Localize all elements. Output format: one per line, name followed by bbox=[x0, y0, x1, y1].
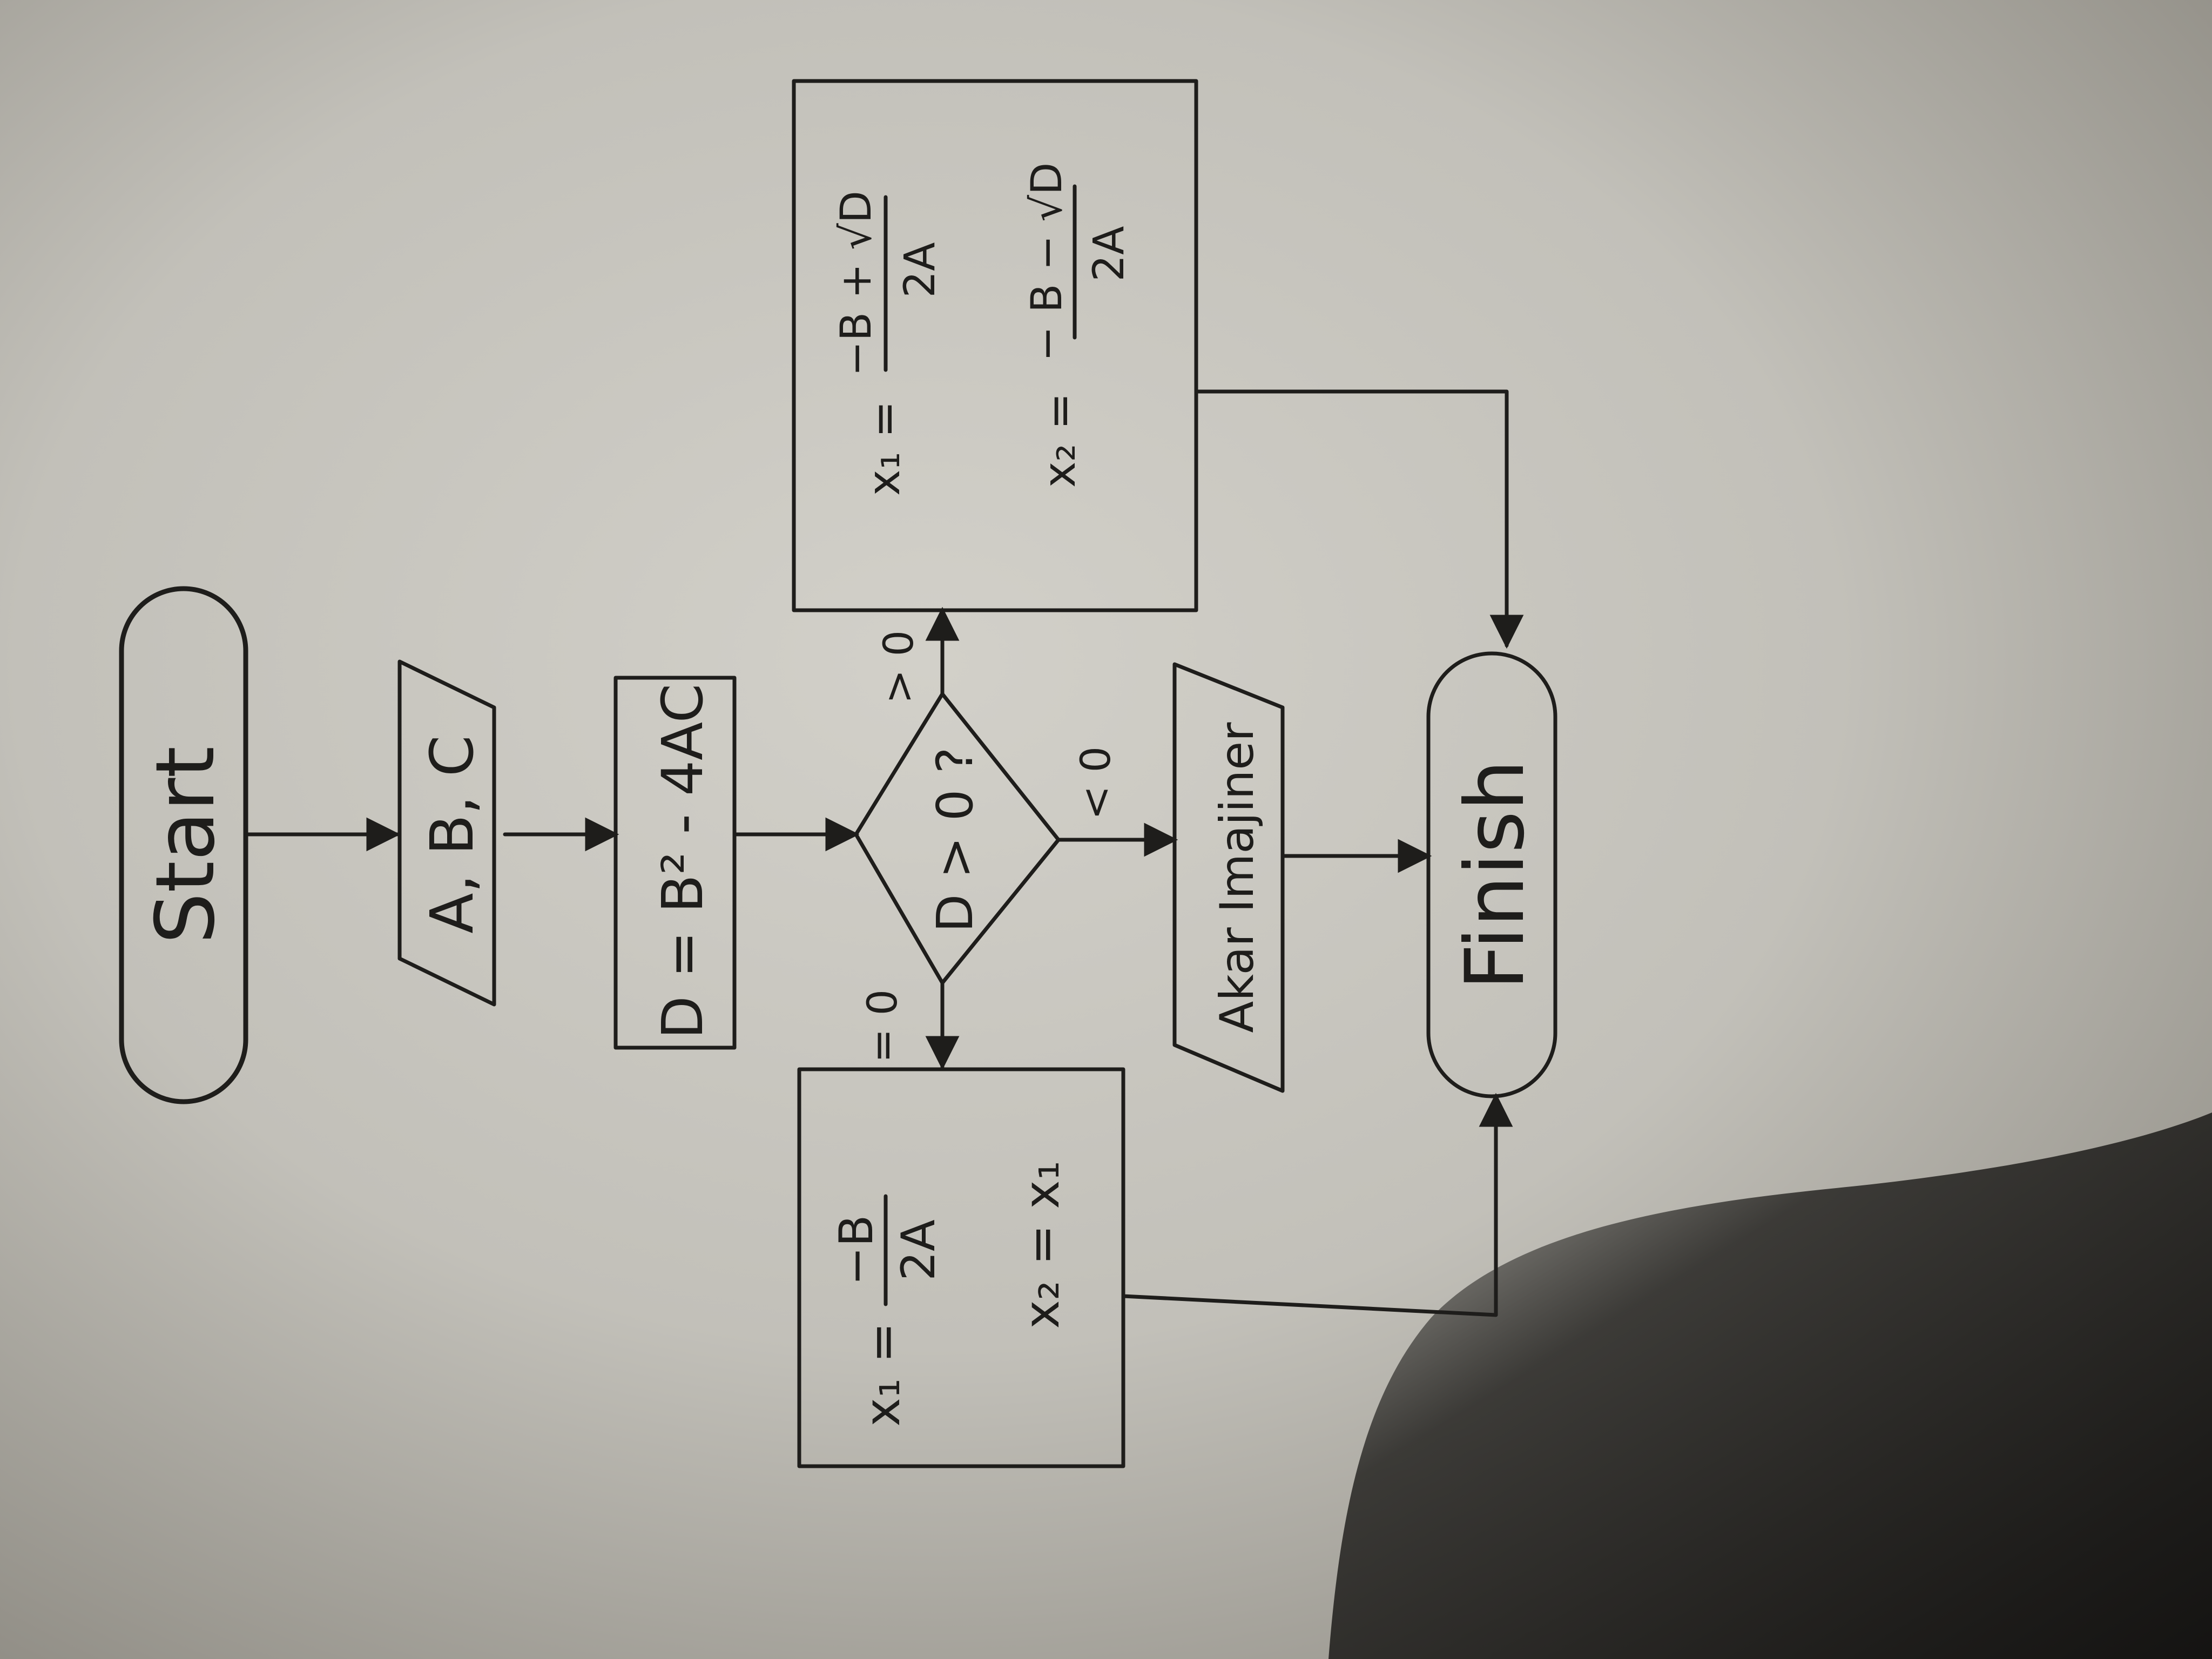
zero-result-node bbox=[797, 1067, 1125, 1468]
positive-result-node bbox=[792, 79, 1198, 612]
process-node bbox=[613, 676, 737, 1050]
finish-label: Finish bbox=[1448, 759, 1542, 990]
finish-node bbox=[1426, 651, 1557, 1098]
start-node bbox=[119, 586, 248, 1104]
decision-label: D > 0 ? bbox=[926, 747, 984, 932]
zero-x1-denominator: 2A bbox=[892, 1219, 946, 1281]
arrow-zero-to-finish bbox=[1121, 1092, 1513, 1317]
positive-x1-lhs: x₁ = bbox=[859, 401, 910, 496]
zero-x1-numerator: −B bbox=[830, 1215, 884, 1285]
positive-x1-denominator: 2A bbox=[896, 242, 945, 298]
zero-x1-lhs: x₁ = bbox=[854, 1322, 911, 1426]
input-label: A, B, C bbox=[417, 735, 487, 933]
zero-x2-line: x₂ = x₁ bbox=[1014, 1161, 1070, 1328]
imaginary-label: Akar Imajiner bbox=[1210, 722, 1264, 1033]
positive-x2-numerator: − B − √D bbox=[1023, 163, 1071, 361]
start-label: Start bbox=[139, 746, 233, 944]
process-label: D = B² - 4AC bbox=[650, 684, 716, 1039]
input-node bbox=[397, 659, 496, 1007]
imaginary-output-node bbox=[1172, 662, 1285, 1093]
decision-node bbox=[854, 692, 1061, 985]
positive-x2-denominator: 2A bbox=[1085, 226, 1134, 282]
positive-x1-numerator: −B + √D bbox=[832, 191, 881, 376]
hand-shadow bbox=[1328, 1112, 2212, 1659]
branch-label-eq: = 0 bbox=[858, 989, 906, 1063]
branch-label-gt: > 0 bbox=[874, 630, 922, 704]
branch-label-lt: < 0 bbox=[1071, 746, 1120, 820]
positive-x2-lhs: x₂ = bbox=[1034, 393, 1085, 488]
arrow-positive-to-finish bbox=[1194, 389, 1524, 649]
